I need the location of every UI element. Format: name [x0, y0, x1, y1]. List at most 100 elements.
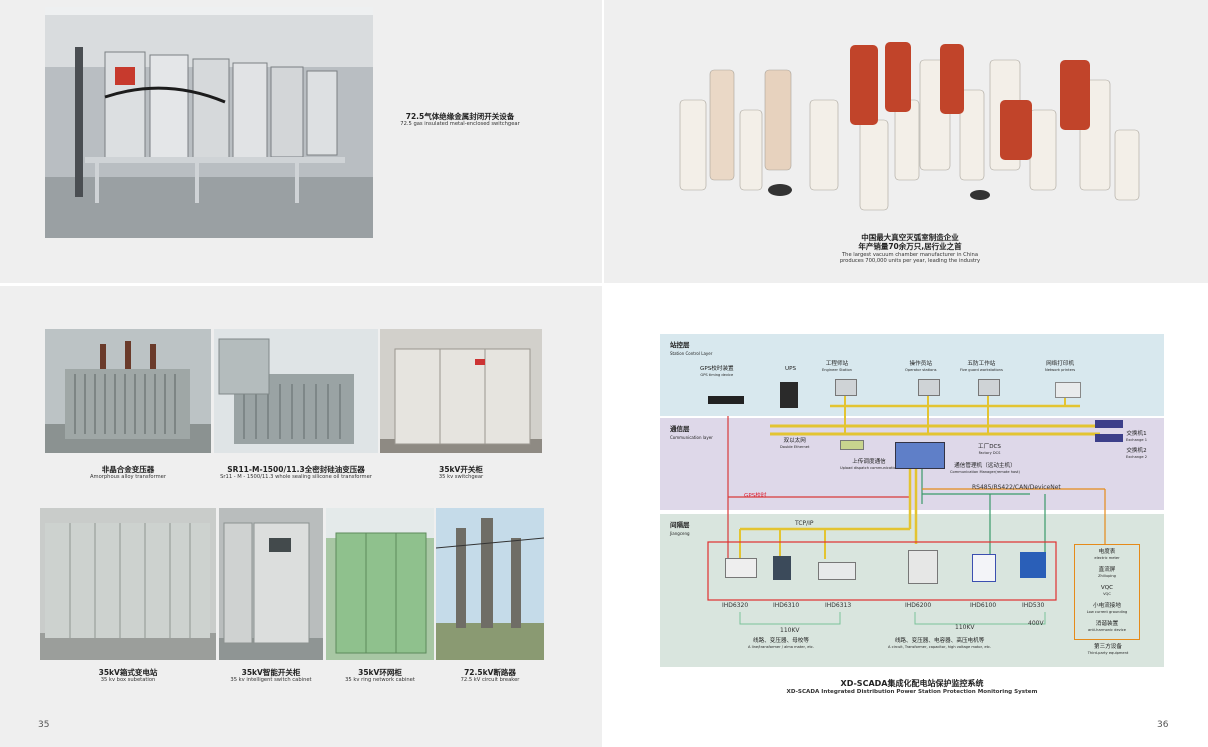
diagram-wiring	[707, 394, 1123, 625]
third-label-en: Third-party equipment	[1087, 650, 1129, 655]
third-2-en: Zhiliuping	[1098, 573, 1116, 578]
product-caption-6-zh: 35kV环网柜	[358, 668, 402, 677]
third-party-caption: 第三方设备 Third-party equipment	[1078, 644, 1138, 655]
scada-title-zh: XD-SCADA集成化配电站保护监控系统	[840, 679, 984, 688]
layer-station-zh: 站控层	[670, 341, 690, 349]
third-1-en: electric meter	[1094, 555, 1120, 560]
station-layer-band	[660, 334, 1164, 416]
vacuum-caption: 中国最大真空灭弧室制造企业 年产销量70余万只,居行业之首 The larges…	[780, 233, 1040, 265]
page-number-left: 35	[38, 720, 50, 730]
gps-zh: GPS校时装置	[700, 366, 734, 372]
layer-comm-label: 通信层 Communication layer	[670, 425, 713, 442]
scada-title: XD-SCADA集成化配电站保护监控系统 XD-SCADA Integrated…	[660, 679, 1164, 696]
kv400-label: 400V	[1028, 620, 1044, 627]
product-caption-5: 35kV智能开关柜 35 kv intelligent switch cabin…	[212, 668, 330, 684]
factory-dcs-label: 工厂DCS Factory DCS	[978, 444, 1001, 455]
third-party-item-1: 电度表 electric meter	[1075, 549, 1139, 560]
gis-caption-zh: 72.5气体绝缘金属封闭开关设备	[405, 112, 515, 121]
third-5-en: anti-harmonic device	[1088, 627, 1126, 632]
engineer-monitor-icon	[835, 379, 857, 396]
switch1-en: Exchange 1	[1126, 437, 1147, 442]
ethernet-label: 双以太网 Double Ethernet	[780, 438, 809, 449]
engineer-en: Engineer Station	[822, 367, 852, 372]
device-ihd6313-icon	[818, 562, 856, 580]
product-caption-3: 35kV开关柜 35 kv switchgear	[380, 465, 542, 481]
switch1-zh: 交换机1	[1126, 431, 1147, 437]
tcpip-label: TCP/IP	[795, 520, 814, 527]
dispatch-router-icon	[840, 440, 864, 450]
product-caption-6-en: 35 kv ring network cabinet	[345, 677, 415, 684]
fiveguard-monitor-icon	[978, 379, 1000, 396]
line-b-en: A circuit, Transformer, capacitor, high …	[888, 644, 992, 649]
switch2-en: Exchange 2	[1126, 454, 1147, 459]
box-substation-photo	[40, 508, 216, 660]
product-caption-7-en: 72.5 kV circuit breaker	[460, 677, 520, 684]
product-caption-2-zh: SR11-M-1500/11.3全密封硅油变压器	[227, 465, 365, 474]
vacuum-caption-en-2: produces 700,000 units per year, leading…	[839, 258, 981, 265]
product-caption-5-zh: 35kV智能开关柜	[241, 668, 301, 677]
kv110-a-label: 110KV	[780, 627, 800, 634]
intelligent-switch-cabinet-photo	[219, 508, 323, 660]
gis-switchgear-photo	[45, 7, 373, 238]
device-label-ihd530: IHD530	[1022, 602, 1045, 609]
fiveguard-en: Five guard workstations	[960, 367, 1003, 372]
comm-manager-en: Communication Manager(remote host)	[950, 469, 1020, 474]
scada-diagram: 站控层 Station Control Layer 通信层 Communicat…	[660, 334, 1164, 667]
third-5-zh: 消谐装置	[1095, 621, 1119, 627]
printer-label: 网络打印机 Network printers	[1045, 361, 1075, 372]
gis-caption: 72.5气体绝缘金属封闭开关设备 72.5 gas insulated meta…	[380, 112, 540, 128]
fiveguard-zh: 五防工作站	[967, 361, 996, 367]
comm-manager-label: 通信管理机（远动主机） Communication Manager(remote…	[950, 463, 1020, 474]
vacuum-caption-zh-1: 中国最大真空灭弧室制造企业	[861, 233, 959, 242]
switchgear-35kv-photo	[380, 329, 542, 453]
circuit-breaker-photo	[436, 508, 544, 660]
third-4-en: Low current grounding	[1086, 609, 1128, 614]
dispatch-zh: 上传调度通信	[852, 459, 886, 465]
comm-manager-icon	[895, 442, 945, 469]
third-party-item-2: 直流屏 Zhiliuping	[1075, 567, 1139, 578]
ups-label: UPS	[785, 366, 797, 372]
product-caption-3-en: 35 kv switchgear	[438, 474, 484, 481]
layer-comm-zh: 通信层	[670, 425, 690, 433]
engineer-label: 工程师站 Engineer Station	[822, 361, 852, 372]
factory-dcs-en: Factory DCS	[978, 450, 1001, 455]
layer-interval-zh: 间隔层	[670, 521, 690, 529]
third-4-zh: 小电流接地	[1093, 603, 1121, 609]
ethernet-en: Double Ethernet	[780, 444, 810, 449]
switch1-label: 交换机1 Exchange 1	[1126, 431, 1147, 442]
product-caption-7: 72.5kV断路器 72.5 kV circuit breaker	[436, 668, 544, 684]
layer-interval-en: Jiangceng	[670, 530, 690, 536]
ethernet-zh: 双以太网	[783, 438, 806, 444]
device-label-ihd6200: IHD6200	[905, 602, 932, 609]
third-2-zh: 直流屏	[1098, 567, 1116, 573]
layer-station-en: Station Control Layer	[670, 350, 713, 356]
gps-device-icon	[708, 396, 744, 404]
silicone-transformer-photo	[214, 329, 378, 453]
product-caption-3-zh: 35kV开关柜	[439, 465, 483, 474]
device-label-ihd6320: IHD6320	[722, 602, 749, 609]
operator-en: Operator stations	[905, 367, 937, 372]
line-a-en: A line/transformer / alma mater, etc.	[748, 644, 814, 649]
amorphous-transformer-photo	[45, 329, 211, 453]
third-1-zh: 电度表	[1098, 549, 1116, 555]
device-label-ihd6313: IHD6313	[825, 602, 852, 609]
switch2-label: 交换机2 Exchange 2	[1126, 448, 1147, 459]
third-party-item-3: VQC VQC	[1075, 585, 1139, 596]
layer-interval-label: 间隔层 Jiangceng	[670, 521, 690, 538]
factory-dcs-zh: 工厂DCS	[978, 444, 1001, 450]
device-label-ihd6310: IHD6310	[773, 602, 800, 609]
printer-en: Network printers	[1045, 367, 1076, 372]
line-b-label: 线路、变压器、电容器、高压电机等 A circuit, Transformer,…	[888, 638, 991, 649]
third-party-item-5: 消谐装置 anti-harmonic device	[1075, 621, 1139, 632]
layer-station-label: 站控层 Station Control Layer	[670, 341, 713, 358]
protocols-label: RS485/RS422/CAN/DeviceNet	[972, 484, 1061, 491]
device-ihd6320-icon	[725, 558, 757, 578]
device-label-ihd6100: IHD6100	[970, 602, 997, 609]
third-3-zh: VQC	[1100, 585, 1114, 591]
operator-label: 操作员站 Operator stations	[905, 361, 936, 372]
gps-device-label: GPS校时装置 GPS timing device	[700, 366, 734, 377]
product-caption-4-en: 35 kv box subetation	[100, 677, 156, 684]
engineer-zh: 工程师站	[825, 361, 849, 367]
printer-icon	[1055, 382, 1081, 398]
printer-zh: 网络打印机	[1046, 361, 1075, 367]
